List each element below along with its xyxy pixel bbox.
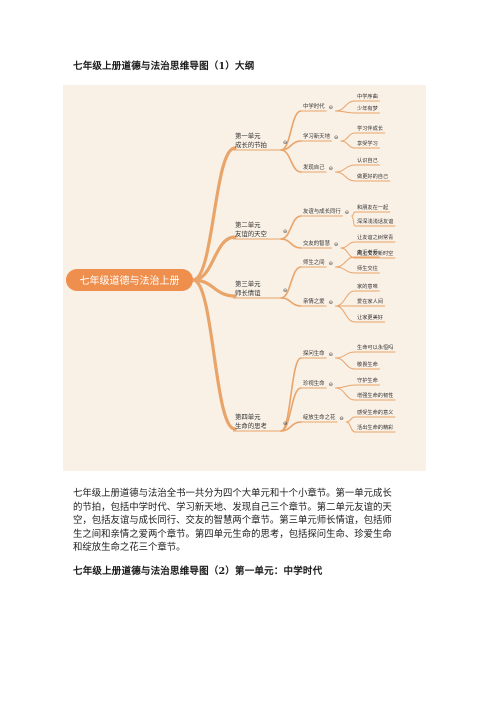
collapse-marker: ⊖ — [334, 242, 338, 248]
leaf-label: 深深浅浅话友谊 — [357, 217, 393, 225]
collapse-marker: ⊖ — [329, 382, 333, 388]
chapter-label: 珍视生命 — [303, 379, 325, 387]
chapter-branch — [335, 357, 356, 370]
leaf-label: 让友谊之树常青 — [357, 233, 393, 241]
unit-branch — [280, 110, 302, 151]
unit-title: 第一单元 — [235, 131, 261, 140]
collapse-marker: ⊖ — [283, 140, 287, 146]
collapse-marker: ⊖ — [329, 166, 333, 172]
collapse-marker: ⊖ — [283, 229, 287, 235]
chapter-label: 探问生命 — [303, 349, 325, 357]
leaf-label: 感受生命的意义 — [357, 408, 393, 416]
collapse-marker: ⊖ — [345, 210, 349, 216]
leaf-label: 认识自己 — [357, 156, 378, 164]
unit-branch — [280, 215, 302, 240]
chapter-branch — [340, 140, 356, 149]
chapter-label: 亲情之爱 — [303, 297, 325, 305]
unit-branch — [280, 421, 302, 432]
leaf-label: 爱在家人间 — [357, 297, 383, 305]
unit-subtitle: 师长情谊 — [235, 288, 261, 297]
chapter-branch — [335, 164, 356, 173]
leaf-label: 守护生命 — [357, 376, 379, 384]
unit-title: 第四单元 — [235, 412, 261, 421]
paragraph-line: 空，包括友谊与成长同行、交友的智慧两个章节。第三单元师长情谊，包括师 — [73, 515, 392, 527]
chapter-branch — [340, 247, 356, 259]
chapter-branch — [335, 351, 356, 359]
leaf-label: 家的意味 — [357, 282, 378, 290]
chapter-branch — [335, 110, 356, 114]
chapter-branch — [340, 241, 356, 249]
leaf-label: 中学序曲 — [357, 92, 378, 100]
unit-subtitle: 友谊的天空 — [235, 229, 267, 238]
collapse-marker: ⊖ — [283, 421, 287, 427]
leaf-label: 学习伴成长 — [357, 124, 384, 132]
collapse-marker: ⊖ — [329, 300, 333, 306]
root-node — [66, 269, 193, 291]
unit-branch — [280, 149, 302, 173]
leaf-label: 走近老师 — [357, 248, 378, 256]
unit-title: 第二单元 — [235, 220, 261, 229]
chapter-branch — [335, 100, 356, 112]
chapter-branch — [335, 266, 356, 274]
root-branch — [191, 235, 237, 282]
chapter-branch — [351, 215, 356, 227]
paragraph-line: 的节拍，包括中学时代、学习新天地、发现自己三个章节。第二单元友谊的天 — [73, 501, 392, 513]
collapse-marker: ⊖ — [329, 105, 333, 111]
paragraph-line: 和绽放生命之花三个章节。 — [73, 542, 186, 554]
mind-map-figure: 七年级道德与法治上册第一单元成长的节拍中学时代⊖中学序曲少年有梦学习新天地⊖学习… — [63, 85, 426, 471]
chapter-branch — [345, 421, 356, 433]
root-branch — [191, 278, 237, 431]
leaf-label: 网上交友新时空 — [357, 249, 393, 257]
chapter-label: 学习新天地 — [303, 132, 331, 140]
summary-paragraph: 七年级上册道德与法治全书一共分为四个大单元和十个小章节。第一单元成长 的节拍，包… — [73, 487, 429, 555]
leaf-label: 做更好的自己 — [357, 172, 388, 180]
chapter-branch — [340, 132, 356, 142]
unit-subtitle: 生命的思考 — [235, 421, 267, 430]
leaf-label: 生命可以永恒吗 — [357, 343, 393, 351]
root-label: 七年级道德与法治上册 — [80, 274, 180, 287]
unit-subtitle: 成长的节拍 — [235, 140, 267, 149]
chapter-branch — [335, 387, 356, 401]
unit-branch — [280, 266, 302, 299]
chapter-label: 交友的智慧 — [303, 239, 331, 247]
leaf-label: 享受学习 — [357, 139, 378, 147]
root-branch — [191, 146, 237, 282]
collapse-marker: ⊖ — [283, 288, 287, 294]
root-branch — [191, 278, 237, 298]
leaf-label: 活出生命的精彩 — [357, 423, 394, 431]
chapter-branch — [335, 256, 356, 268]
chapter-branch — [351, 211, 356, 217]
chapter-branch — [335, 384, 356, 389]
leaf-label: 让家更美好 — [357, 313, 383, 321]
unit-branch — [280, 238, 302, 249]
unit-branch — [280, 387, 302, 432]
paragraph-line: 生之间和亲情之爱两个章节。第四单元生命的思考，包括探问生命、珍爱生命 — [73, 528, 392, 540]
collapse-marker: ⊖ — [329, 352, 333, 358]
collapse-marker: ⊖ — [329, 261, 333, 267]
leaf-label: 和朋友在一起 — [357, 203, 389, 211]
paragraph-line: 七年级上册道德与法治全书一共分为四个大单元和十个小章节。第一单元成长 — [73, 488, 392, 499]
section-heading-unit1: 七年级上册道德与法治思维导图（2）第一单元：中学时代 — [73, 566, 323, 577]
chapter-label: 发现自己 — [303, 163, 325, 171]
leaf-label: 增强生命的韧性 — [357, 391, 393, 399]
leaf-label: 师生交往 — [357, 264, 378, 272]
unit-title: 第三单元 — [235, 279, 261, 288]
chapter-branch — [345, 416, 356, 423]
chapter-label: 师生之间 — [303, 258, 325, 266]
section-heading-outline: 七年级上册道德与法治思维导图（1）大纲 — [73, 61, 255, 72]
chapter-label: 绽放生命之花 — [303, 413, 336, 421]
leaf-label: 敬畏生命 — [357, 360, 379, 368]
chapter-branch — [335, 290, 356, 307]
collapse-marker: ⊖ — [339, 416, 343, 422]
chapter-branch — [335, 305, 356, 323]
collapse-marker: ⊖ — [334, 135, 338, 141]
chapter-label: 中学时代 — [303, 102, 325, 110]
chapter-branch — [335, 171, 356, 182]
mind-map-svg: 七年级道德与法治上册第一单元成长的节拍中学时代⊖中学序曲少年有梦学习新天地⊖学习… — [66, 92, 396, 433]
leaf-label: 少年有梦 — [357, 104, 379, 112]
unit-branch — [280, 297, 302, 307]
chapter-label: 友谊与成长同行 — [303, 207, 341, 215]
